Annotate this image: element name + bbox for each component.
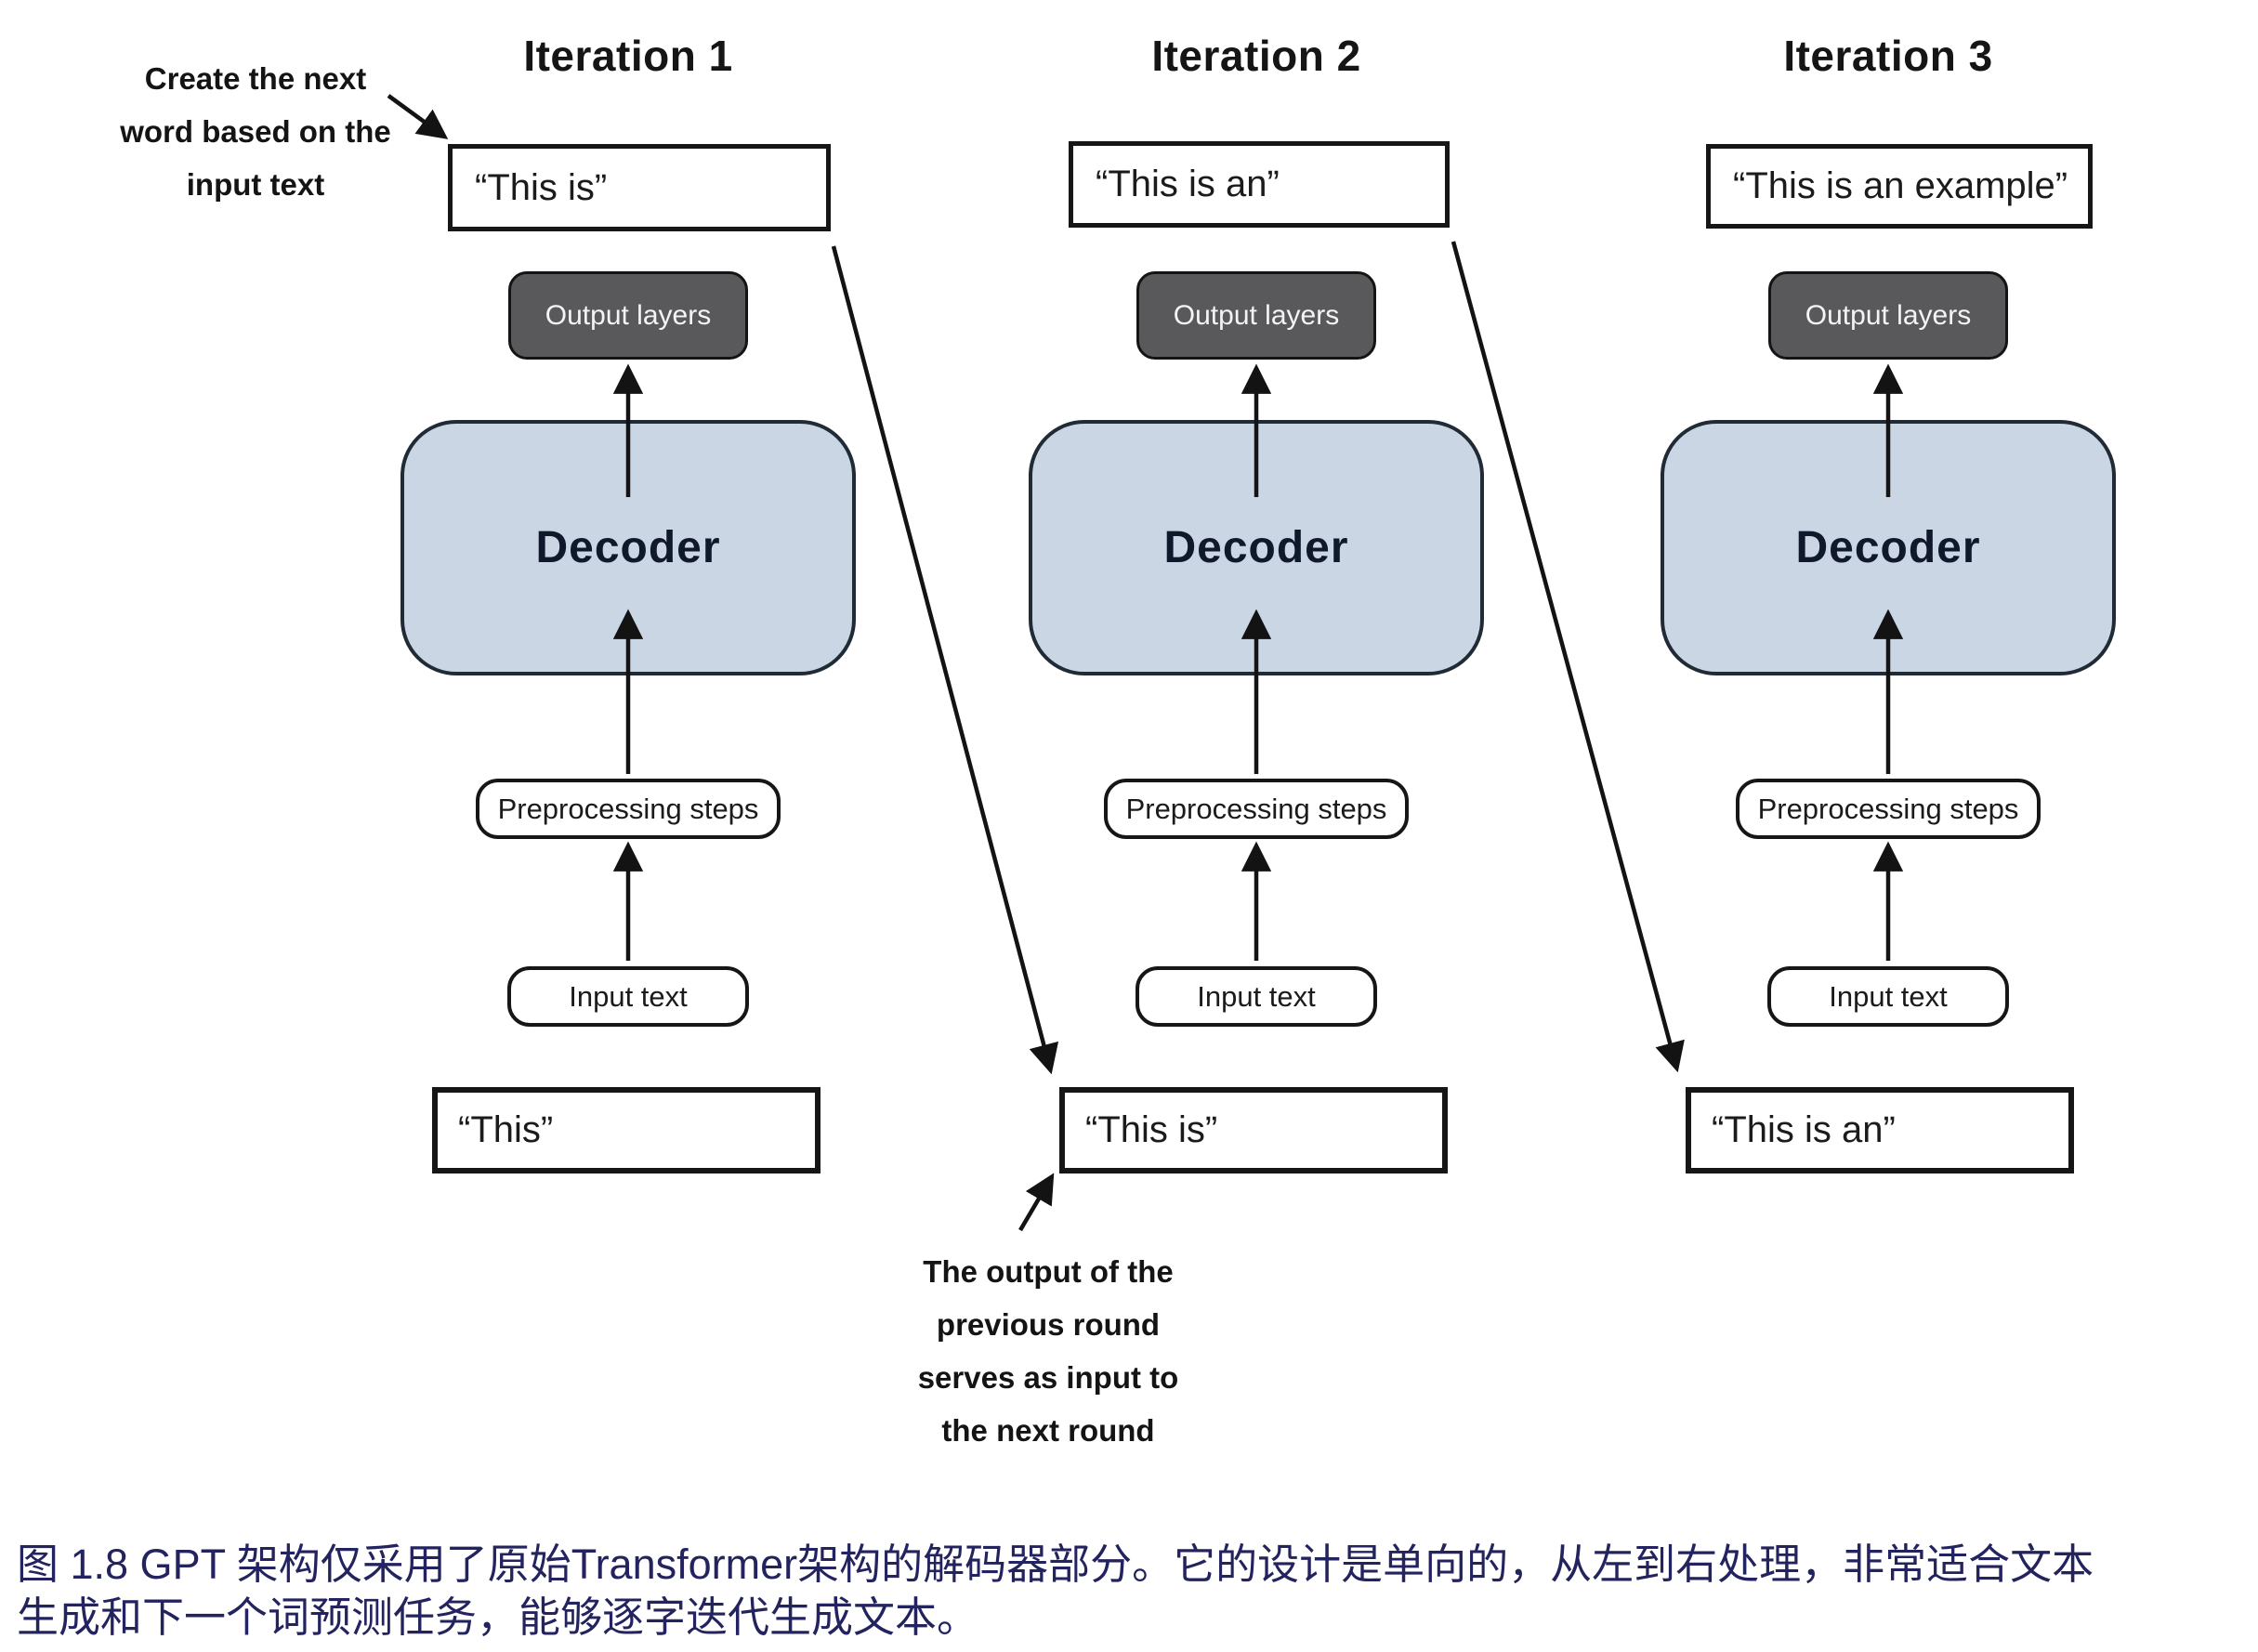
caption-line-2: 生成和下一个词预测任务，能够逐字迭代生成文本。 xyxy=(17,1593,979,1641)
output-quote-box-3: “This is an example” xyxy=(1706,144,2093,229)
note-line: input text xyxy=(186,167,325,202)
input-quote-box-1: “This” xyxy=(432,1087,820,1173)
note-output-feedback: The output of the previous round serves … xyxy=(890,1245,1206,1457)
note-line: Create the next xyxy=(144,61,367,96)
input-text-2: Input text xyxy=(1136,966,1377,1027)
output-layers-2: Output layers xyxy=(1136,271,1376,360)
arrow-output2-to-input3 xyxy=(1451,241,1685,1073)
arrow-output1-to-input2 xyxy=(831,245,1059,1075)
decoder-2: Decoder xyxy=(1029,420,1484,675)
output-layers-3: Output layers xyxy=(1768,271,2008,360)
note-create-next-word: Create the next word based on the input … xyxy=(102,52,409,211)
input-text-1: Input text xyxy=(507,966,749,1027)
note-line: the next round xyxy=(941,1413,1155,1448)
iteration-1-title: Iteration 1 xyxy=(523,32,733,80)
preprocessing-steps-3: Preprocessing steps xyxy=(1736,779,2041,839)
input-quote-box-2: “This is” xyxy=(1059,1087,1448,1173)
note-line: serves as input to xyxy=(917,1360,1179,1395)
arrow-output-feedback-note xyxy=(1018,1173,1055,1232)
figure-caption: 图 1.8 GPT 架构仅采用了原始Transformer架构的解码器部分。它的… xyxy=(17,1538,2247,1644)
note-line: The output of the xyxy=(923,1254,1174,1289)
preprocessing-steps-2: Preprocessing steps xyxy=(1104,779,1409,839)
output-layers-1: Output layers xyxy=(508,271,748,360)
note-line: word based on the xyxy=(120,114,391,149)
output-quote-box-2: “This is an” xyxy=(1069,141,1450,228)
caption-line-1: 图 1.8 GPT 架构仅采用了原始Transformer架构的解码器部分。它的… xyxy=(17,1541,2094,1588)
iteration-2-title: Iteration 2 xyxy=(1151,32,1361,80)
iteration-3-title: Iteration 3 xyxy=(1783,32,1993,80)
preprocessing-steps-1: Preprocessing steps xyxy=(476,779,781,839)
input-text-3: Input text xyxy=(1767,966,2009,1027)
note-line: previous round xyxy=(936,1307,1161,1342)
decoder-3: Decoder xyxy=(1661,420,2116,675)
output-quote-box-1: “This is” xyxy=(448,144,831,231)
input-quote-box-3: “This is an” xyxy=(1686,1087,2074,1173)
decoder-1: Decoder xyxy=(400,420,856,675)
